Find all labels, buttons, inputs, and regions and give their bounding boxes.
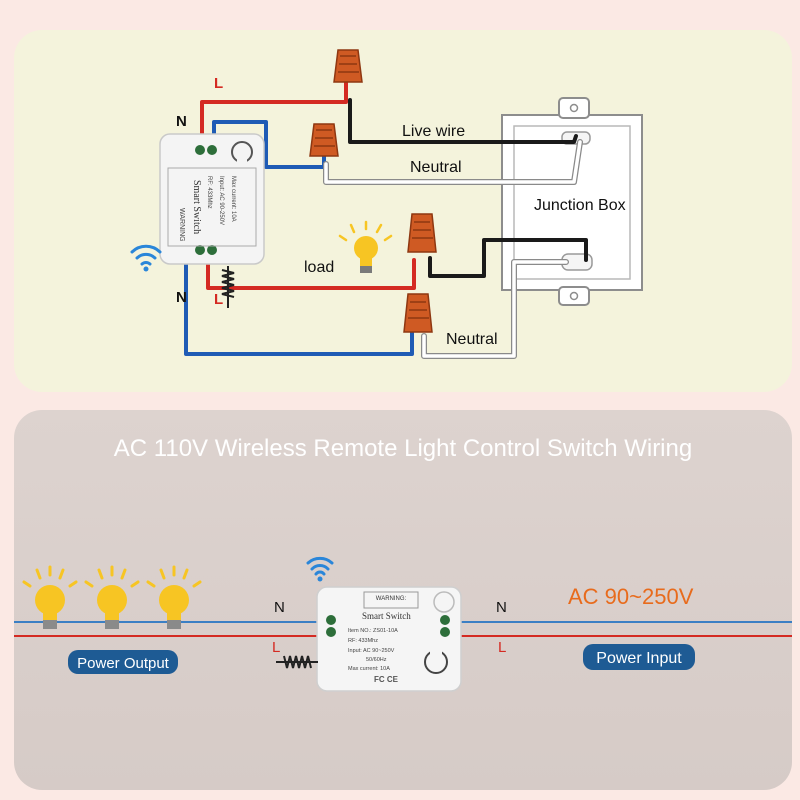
terminal-screw: [195, 145, 205, 155]
wire-nut-2: [309, 123, 339, 157]
antenna-spring-bottom: [276, 655, 318, 669]
power-input-label: Power Input: [596, 650, 682, 667]
antenna-spring-top: [221, 266, 235, 308]
junction-box-screw-top: [569, 103, 579, 113]
label-L-right: L: [498, 639, 506, 656]
device-rf-text: RF: 433Mhz: [206, 176, 212, 209]
junction-box-inner: [513, 125, 631, 280]
wire-live-red-load: [206, 256, 416, 290]
wire-load-black: [428, 238, 588, 278]
wire-live-black: [348, 98, 578, 144]
terminal-screw: [207, 245, 217, 255]
top-wiring-diagram: WARNING Smart Switch RF: 433Mhz Input: A…: [130, 49, 643, 359]
light-bulb-icon: [338, 220, 393, 273]
label-junction-box: Junction Box: [534, 197, 626, 214]
terminal-screw: [440, 627, 450, 637]
label-load: load: [304, 259, 334, 276]
device-name-text: Smart Switch: [191, 180, 202, 234]
label-N-right: N: [496, 599, 507, 616]
device-current-text: Max current: 10A: [348, 666, 390, 672]
wire-live-red-upper: [200, 76, 348, 144]
device-rf-text: RF: 433Mhz: [348, 638, 378, 644]
light-bulb-icon-3: [146, 565, 202, 629]
label-neutral-lower: Neutral: [446, 331, 498, 348]
wires: [184, 76, 588, 359]
device-warning-text: WARNING:: [376, 596, 407, 602]
junction-box-tab-top: [558, 97, 590, 119]
wire-neutral-white-upper: [324, 140, 582, 184]
device-name-text: Smart Switch: [362, 611, 411, 621]
junction-box-tab-bottom: [558, 286, 590, 306]
bottom-wiring-diagram: AC 110V Wireless Remote Light Control Sw…: [14, 435, 792, 692]
top-wiring-panel: WARNING Smart Switch RF: 433Mhz Input: A…: [14, 30, 792, 392]
label-N-top: N: [176, 113, 187, 130]
label-L-top: L: [214, 75, 223, 92]
wire-nuts: [309, 49, 437, 333]
wire-nut-3: [407, 213, 437, 253]
label-neutral-upper: Neutral: [410, 159, 462, 176]
smart-switch-device-top: WARNING Smart Switch RF: 433Mhz Input: A…: [159, 133, 265, 265]
device-input-text: Input: AC 90-250V: [218, 176, 224, 225]
device-warning-text: WARNING: [178, 208, 185, 242]
terminal-screw: [195, 245, 205, 255]
label-L-left: L: [272, 639, 280, 656]
voltage-label: AC 90~250V: [568, 584, 694, 609]
wifi-icon-bottom: [306, 556, 334, 582]
device-freq-text: 50/60Hz: [366, 657, 387, 663]
device-current-text: Max current: 10A: [230, 176, 236, 222]
device-input-text: Input: AC 90~250V: [348, 648, 395, 654]
wire-neutral-white-lower: [422, 260, 568, 358]
power-output-badge: Power Output: [68, 650, 178, 674]
terminal-screw: [326, 615, 336, 625]
light-bulb-icon-1: [22, 565, 78, 629]
device-corner-circle: [433, 591, 455, 613]
light-bulb-icon-2: [84, 565, 140, 629]
label-N-bottom: N: [176, 289, 187, 306]
label-live-wire: Live wire: [402, 123, 465, 140]
wifi-icon: [130, 244, 162, 272]
terminal-screw: [207, 145, 217, 155]
smart-switch-device-bottom: WARNING: Smart Switch Item NO.: ZS01-10A…: [316, 586, 462, 692]
terminal-screw: [440, 615, 450, 625]
device-item-text: Item NO.: ZS01-10A: [348, 628, 398, 634]
terminal-screw: [326, 627, 336, 637]
wire-nut-4: [403, 293, 433, 333]
power-input-badge: Power Input: [583, 644, 695, 670]
bottom-wiring-panel: AC 110V Wireless Remote Light Control Sw…: [14, 410, 792, 790]
device-marks-text: FC CE: [374, 675, 399, 684]
bottom-title: AC 110V Wireless Remote Light Control Sw…: [114, 435, 692, 462]
wire-nut-1: [333, 49, 363, 83]
label-N-left: N: [274, 599, 285, 616]
junction-box-screw-bottom: [569, 291, 579, 301]
power-output-label: Power Output: [77, 655, 170, 672]
label-L-bottom: L: [214, 291, 223, 308]
